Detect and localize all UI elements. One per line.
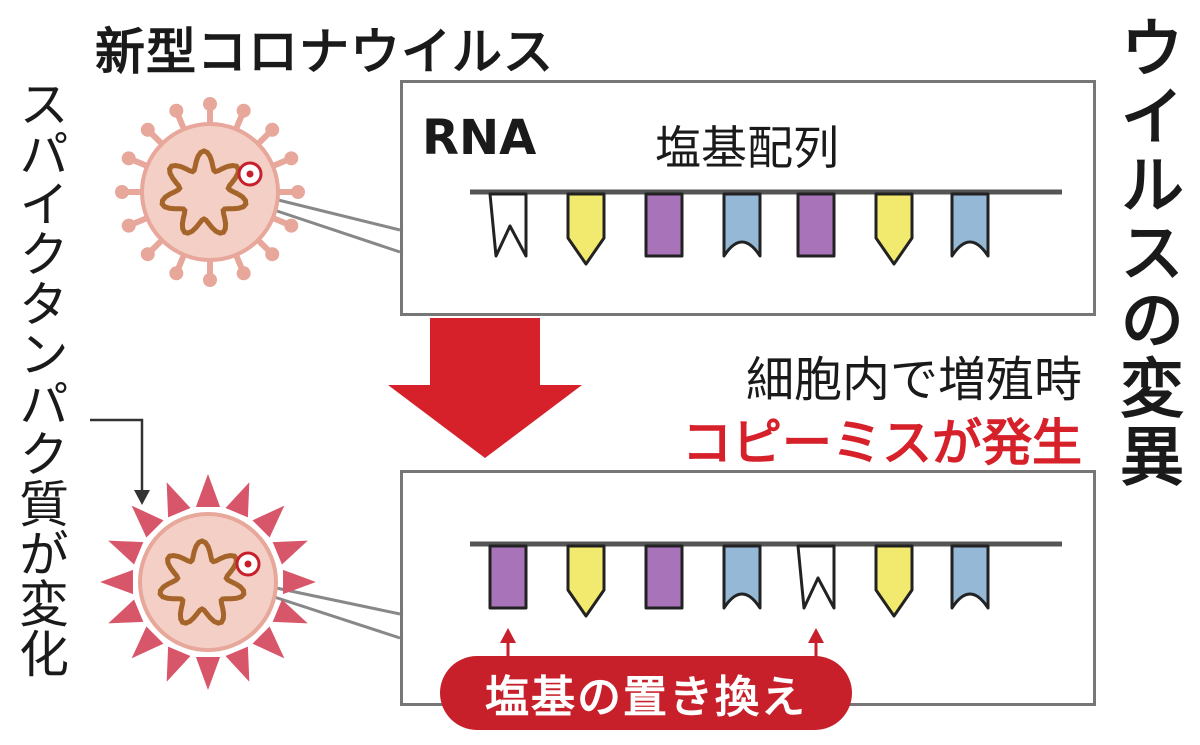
base-yellow-point [874, 192, 914, 266]
base-blue-cup [722, 544, 762, 610]
base-white-w [488, 192, 528, 258]
base-blue-cup [950, 544, 990, 610]
mutated-spike [166, 482, 191, 518]
mutated-spike [131, 626, 164, 659]
mutated-spike [195, 657, 221, 690]
mutated-spike [272, 540, 308, 565]
virus-icon [115, 97, 305, 287]
virus-body [140, 122, 280, 262]
base-yellow-point [566, 192, 606, 266]
base-purple-flat [488, 544, 528, 610]
virus-rna-loop [157, 538, 247, 626]
down-arrow-icon [388, 318, 582, 458]
spike-tip [265, 247, 280, 262]
spike-tip [169, 266, 184, 281]
mutated-virus-icon [100, 474, 316, 690]
substitution-badge: 塩基の置き換え [440, 656, 852, 730]
spike-tip [121, 218, 136, 233]
rna-label: RNA [422, 110, 537, 166]
base-yellow-point [874, 544, 914, 618]
spike-tip [291, 185, 305, 199]
spike-tip [203, 273, 217, 287]
mutated-spike [252, 505, 285, 538]
mutated-spike [225, 482, 250, 518]
mutated-spike [108, 540, 144, 565]
caption-line-1: 細胞内で増殖時 [745, 352, 1082, 408]
base-white-w [796, 544, 836, 610]
mutated-spike [225, 646, 250, 682]
diagram-title: 新型コロナウイルス [95, 23, 554, 81]
virus-rna-loop [159, 148, 249, 236]
spike-tip [140, 122, 155, 137]
spike-tip [169, 103, 184, 118]
spike-tip [121, 151, 136, 166]
caption-line-2: コピーミスが発生 [682, 414, 1082, 472]
mutated-spike [283, 569, 316, 595]
mutated-spike [272, 599, 308, 624]
mutated-spike [195, 474, 221, 507]
base-purple-flat [644, 544, 684, 610]
mutated-spike [131, 505, 164, 538]
base-blue-cup [722, 192, 762, 258]
mutated-spike [108, 599, 144, 624]
base-blue-cup [950, 192, 990, 258]
spike-tip [265, 122, 280, 137]
virus-body [138, 512, 278, 652]
connector-top [261, 194, 401, 254]
bases-before [488, 192, 990, 266]
spike-tip [236, 103, 251, 118]
base-yellow-point [566, 544, 606, 618]
base-purple-flat [796, 192, 836, 258]
mutated-spike [252, 626, 285, 659]
side-title: ウイルスの変異 [1109, 15, 1183, 491]
bases-after [488, 544, 990, 618]
spike-tip [203, 97, 217, 111]
spike-tip [236, 266, 251, 281]
magnify-dot [246, 170, 254, 178]
left-label: スパイクタンパク質が変化 [11, 78, 69, 678]
sequence-label: 塩基配列 [655, 121, 839, 175]
spike-tip [284, 151, 299, 166]
magnify-dot [244, 560, 252, 568]
spike-tip [140, 247, 155, 262]
pointer-arrow [90, 418, 150, 505]
base-purple-flat [644, 192, 684, 258]
spike-tip [284, 218, 299, 233]
mutated-spike [166, 646, 191, 682]
mutated-spike [100, 569, 133, 595]
spike-tip [115, 185, 129, 199]
